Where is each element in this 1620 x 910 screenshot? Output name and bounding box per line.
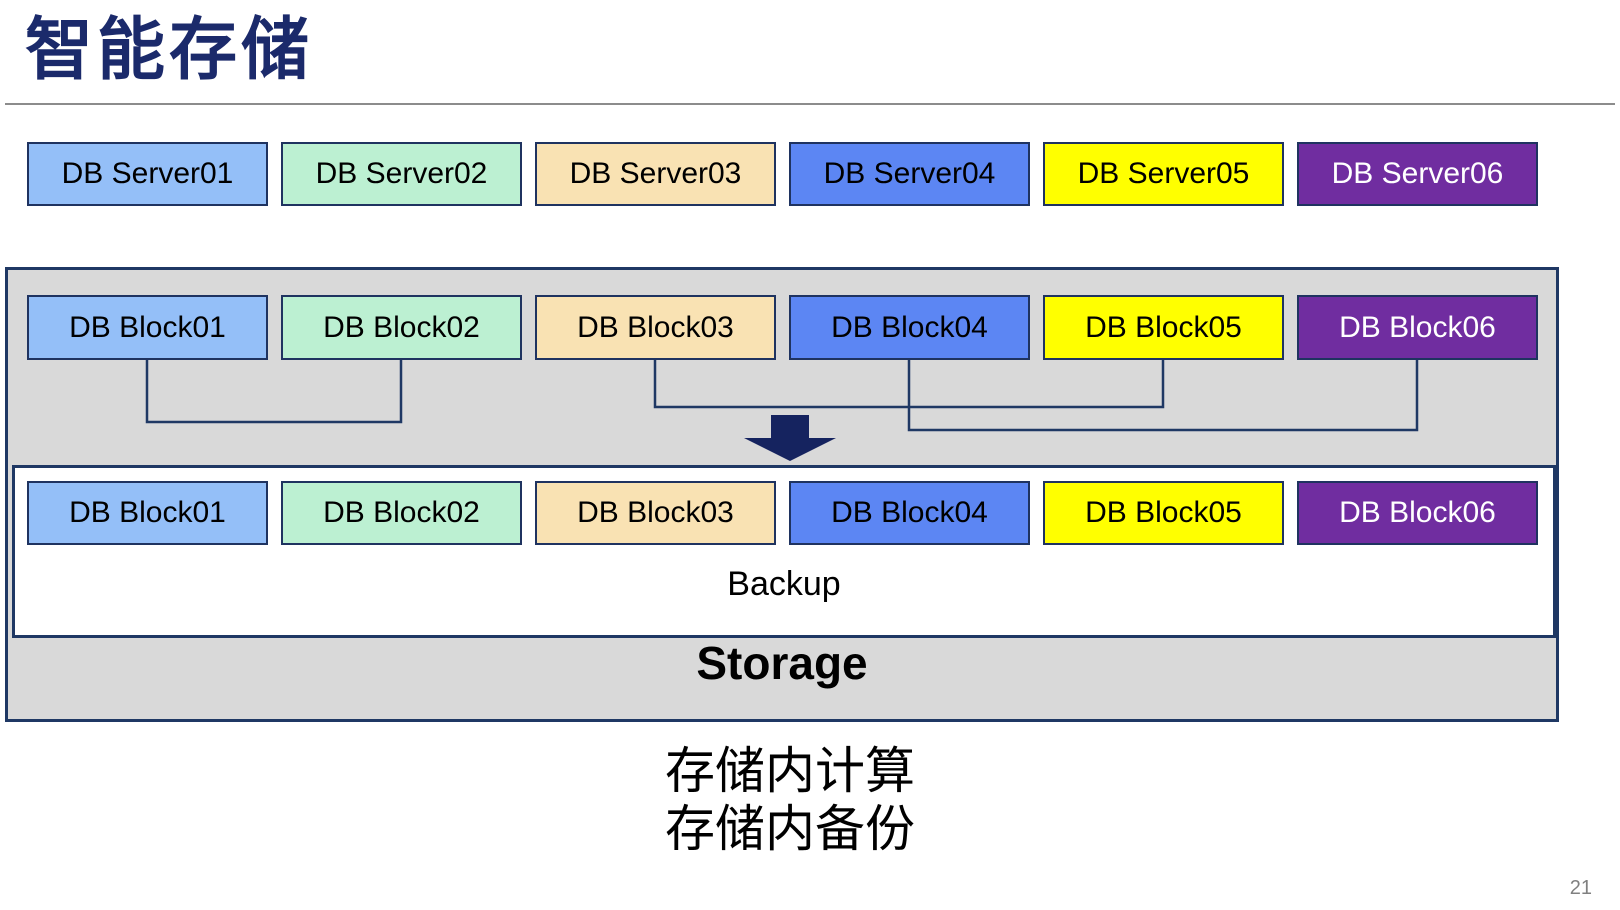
db-block-box: DB Block03 (535, 481, 776, 545)
caption: 存储内计算 存储内备份 (0, 742, 1580, 858)
caption-line-backup: 存储内备份 (665, 801, 915, 857)
db-block-box: DB Block01 (27, 295, 268, 360)
db-block-box: DB Block01 (27, 481, 268, 545)
page-number: 21 (1569, 877, 1592, 899)
db-block-box: DB Block04 (789, 295, 1030, 360)
db-block-box: DB Block05 (1043, 481, 1284, 545)
db-block-box: DB Block02 (281, 481, 522, 545)
db-server-box: DB Server01 (27, 142, 268, 206)
db-block-box: DB Block06 (1297, 295, 1538, 360)
db-server-box: DB Server03 (535, 142, 776, 206)
caption-line-compute: 存储内计算 (665, 743, 915, 799)
connector-lines (145, 360, 1419, 461)
db-block-box: DB Block05 (1043, 295, 1284, 360)
page-title: 智能存储 (25, 12, 314, 88)
title-divider (5, 103, 1615, 105)
db-block-box: DB Block02 (281, 295, 522, 360)
down-arrow-icon (744, 415, 836, 461)
db-server-box: DB Server05 (1043, 142, 1284, 206)
db-server-box: DB Server02 (281, 142, 522, 206)
db-block-box: DB Block03 (535, 295, 776, 360)
backup-label: Backup (727, 565, 841, 603)
db-server-box: DB Server06 (1297, 142, 1538, 206)
storage-label: Storage (696, 637, 868, 689)
connector-block04-block06 (907, 360, 1419, 432)
db-server-box: DB Server04 (789, 142, 1030, 206)
db-block-box: DB Block04 (789, 481, 1030, 545)
db-block-box: DB Block06 (1297, 481, 1538, 545)
connector-block01-block02 (145, 360, 403, 424)
